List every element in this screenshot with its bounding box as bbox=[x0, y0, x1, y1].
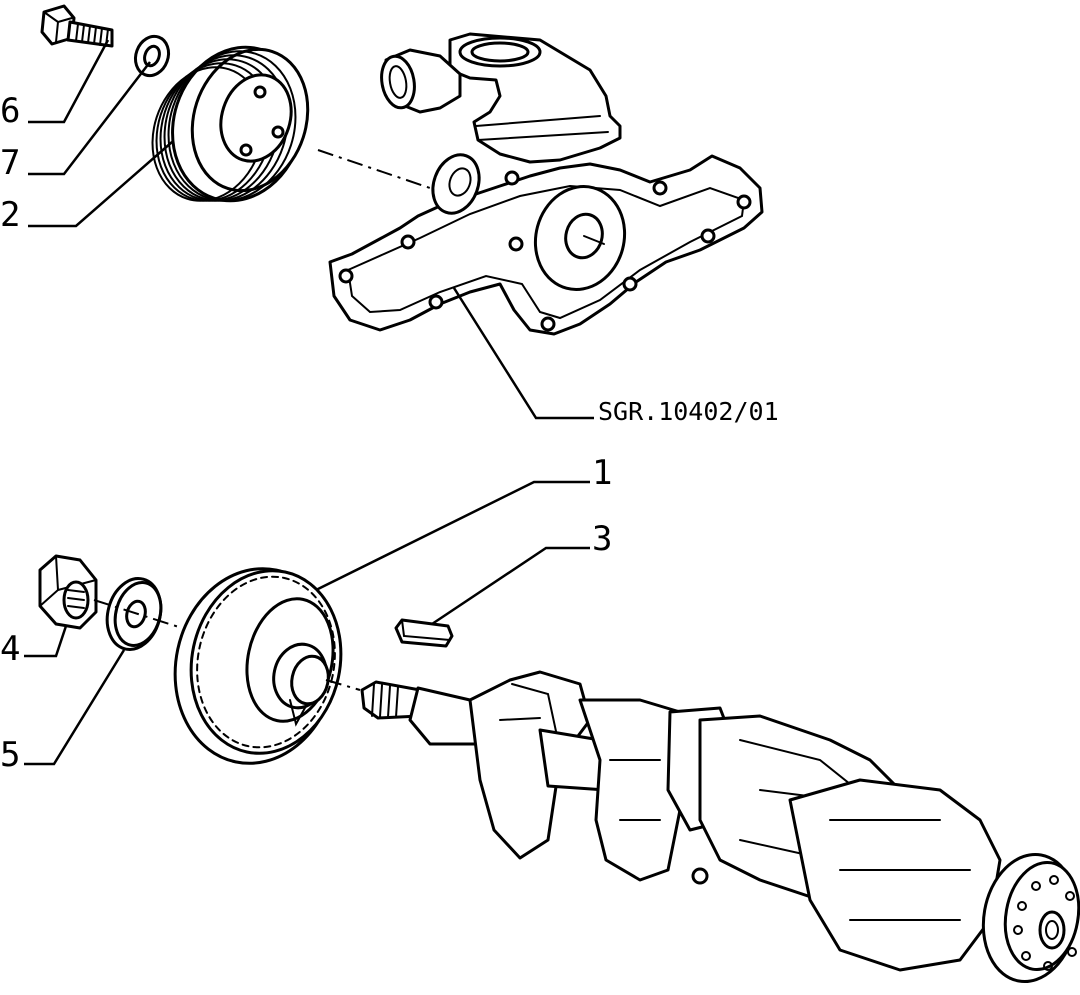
callout-5: 5 bbox=[0, 735, 20, 775]
axis-line-upper bbox=[317, 149, 431, 189]
axis-line-lower bbox=[93, 599, 183, 629]
leader-5 bbox=[24, 649, 126, 766]
callout-7: 7 bbox=[0, 143, 20, 183]
water-pump-housing bbox=[328, 32, 764, 336]
leader-1 bbox=[315, 480, 590, 592]
pulley bbox=[151, 45, 310, 203]
crankshaft bbox=[360, 670, 1080, 984]
callout-1: 1 bbox=[592, 453, 612, 493]
callout-6: 6 bbox=[0, 91, 20, 131]
leader-6 bbox=[28, 39, 110, 124]
axis-line-lower-2 bbox=[325, 679, 361, 691]
hex-bolt bbox=[40, 4, 114, 48]
hex-nut bbox=[38, 554, 98, 630]
leader-3 bbox=[431, 546, 590, 626]
washer bbox=[133, 34, 171, 78]
woodruff-key bbox=[394, 618, 454, 648]
callout-3: 3 bbox=[592, 519, 612, 559]
leader-ref bbox=[452, 287, 594, 420]
callout-4: 4 bbox=[0, 629, 20, 669]
leader-2 bbox=[28, 141, 173, 228]
callout-2: 2 bbox=[0, 195, 20, 235]
thrust-washer bbox=[105, 577, 163, 651]
reference-code: SGR.10402/01 bbox=[598, 397, 779, 426]
timing-sprocket bbox=[173, 567, 343, 765]
leader-4 bbox=[24, 625, 68, 658]
leader-7 bbox=[28, 61, 151, 176]
